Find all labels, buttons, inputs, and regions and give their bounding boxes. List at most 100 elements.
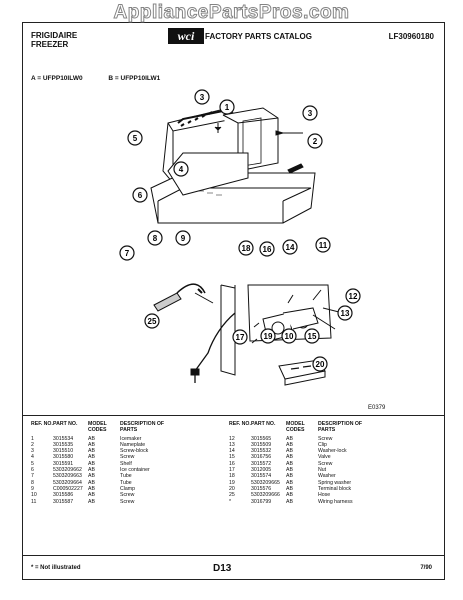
cell-desc: Spring washer xyxy=(318,479,352,486)
hose-illustration xyxy=(194,312,236,383)
cell-model: AB xyxy=(286,492,293,499)
callout-label: 1 xyxy=(225,103,230,112)
cell-desc: Tube xyxy=(120,479,132,486)
callout-label: 3 xyxy=(200,93,205,102)
cell-desc: Nut xyxy=(318,467,327,474)
cell-part: 5303209665 xyxy=(251,479,280,486)
cell-model: AB xyxy=(286,467,293,474)
cell-desc: Screw xyxy=(318,460,333,467)
table-row: 17 3012005 AB Nut xyxy=(229,467,373,473)
model-b: B = UFPP10ILW1 xyxy=(108,75,161,82)
callout-label: 14 xyxy=(286,243,295,252)
parts-table-right: REF. NO. PART NO. MODEL CODES DESCRIPTIO… xyxy=(229,421,373,505)
cell-ref: 1 xyxy=(31,435,34,442)
cell-ref: 10 xyxy=(31,492,37,499)
callout-label: 8 xyxy=(153,234,158,243)
callout-25: 25 xyxy=(144,313,160,329)
cell-desc: Washer xyxy=(318,473,336,480)
diagram-code: E0379 xyxy=(368,405,386,411)
cell-model: AB xyxy=(286,479,293,486)
callout-label: 12 xyxy=(349,292,358,301)
cell-ref: 11 xyxy=(31,498,37,505)
fill-tube-illustration xyxy=(153,283,214,312)
cell-ref: 5 xyxy=(31,460,34,467)
cell-model: AB xyxy=(88,454,95,461)
callout-label: 11 xyxy=(319,241,328,250)
cell-ref: 13 xyxy=(229,441,235,448)
cell-part: 3015580 xyxy=(53,454,74,461)
callout-label: 4 xyxy=(179,165,184,174)
callout-7: 7 xyxy=(119,245,135,261)
callout-label: 25 xyxy=(148,317,157,326)
cell-part: 5303209662 xyxy=(53,467,82,474)
cell-part: 5303209664 xyxy=(53,479,82,486)
cell-part: 3015576 xyxy=(251,485,272,492)
cell-part: 3015574 xyxy=(251,473,272,480)
print-date: 7/90 xyxy=(420,565,432,571)
cell-desc: Wiring harness xyxy=(318,498,353,505)
catalog-number: LF30960180 xyxy=(388,32,434,41)
cell-ref: 25 xyxy=(229,492,235,499)
callout-label: 7 xyxy=(125,249,130,258)
callout-20: 20 xyxy=(312,356,328,372)
cell-part: 3015509 xyxy=(251,441,272,448)
cell-desc: Tube xyxy=(120,473,132,480)
cell-desc: Clip xyxy=(318,441,327,448)
callout-19: 19 xyxy=(260,328,276,344)
col-desc: DESCRIPTION OF PARTS xyxy=(120,421,165,434)
cell-ref: 2 xyxy=(31,441,34,448)
callout-10: 10 xyxy=(281,328,297,344)
col-model: MODEL CODES xyxy=(88,421,107,434)
nameplate-illustration xyxy=(287,163,304,174)
cell-ref: * xyxy=(229,498,232,505)
callout-15: 15 xyxy=(304,328,320,344)
cell-model: AB xyxy=(286,473,293,480)
cell-ref: 16 xyxy=(229,460,235,467)
cell-part: 3015532 xyxy=(251,448,272,455)
page-number: D13 xyxy=(213,563,232,574)
cell-model: AB xyxy=(286,498,293,505)
cell-part: 3015587 xyxy=(53,498,74,505)
callout-11: 11 xyxy=(315,237,331,253)
cell-part: C000502227 xyxy=(53,485,83,492)
cell-desc: Screw-block xyxy=(120,448,149,455)
cell-desc: Washer-lock xyxy=(318,448,347,455)
callout-1: 1 xyxy=(219,99,235,115)
cell-model: AB xyxy=(88,473,95,480)
cell-ref: 17 xyxy=(229,467,235,474)
cell-part: 3015572 xyxy=(251,460,272,467)
cell-part: 3016756 xyxy=(251,454,272,461)
callout-4: 4 xyxy=(173,161,189,177)
cell-part: 3016799 xyxy=(251,498,272,505)
col-desc: DESCRIPTION OF PARTS xyxy=(318,421,363,434)
cell-ref: 9 xyxy=(31,485,34,492)
cell-ref: 12 xyxy=(229,435,235,442)
cell-part: 3012005 xyxy=(251,467,272,474)
cell-model: AB xyxy=(88,441,95,448)
parts-catalog-page: FRIGIDAIRE FREEZER wci FACTORY PARTS CAT… xyxy=(22,22,445,580)
callout-label: 2 xyxy=(313,137,318,146)
table-row: * 3016799 AB Wiring harness xyxy=(229,499,373,505)
cell-ref: 14 xyxy=(229,448,235,455)
cell-desc: Screw xyxy=(120,492,135,499)
cell-ref: 6 xyxy=(31,467,34,474)
cell-part: 3015591 xyxy=(53,460,74,467)
callout-label: 18 xyxy=(242,244,251,253)
cell-ref: 3 xyxy=(31,448,34,455)
cell-desc: Clamp xyxy=(120,485,135,492)
header-brand-block: FRIGIDAIRE FREEZER xyxy=(31,31,77,49)
